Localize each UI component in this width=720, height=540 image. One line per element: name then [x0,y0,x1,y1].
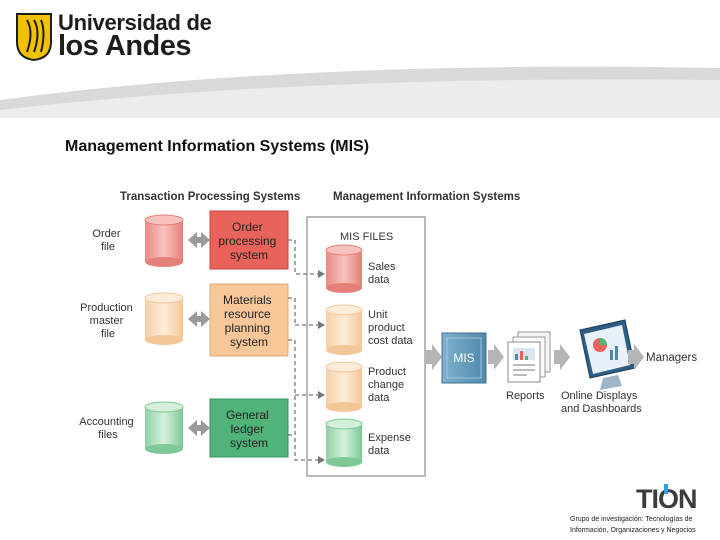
files-to-mis-arrow [426,344,442,370]
expense-data-cylinder [325,418,363,467]
sales-data-cylinder [325,244,363,293]
accounting-double-arrow [188,420,210,436]
footer-caption: Grupo de investigación: Tecnologías de I… [570,514,715,536]
reports-to-displays-arrow [554,344,570,370]
university-shield-icon [16,13,52,62]
mis-diagram: Transaction Processing Systems Managemen… [79,191,697,477]
order-processing-box [209,210,289,270]
header-banner [0,13,720,140]
order-processing-label: Order processing system [218,220,279,262]
unit-product-cost-cylinder [325,304,363,355]
production-master-file-cylinder [144,292,184,345]
footer-caption-line2: Información, Organizaciones y Negocios [570,527,696,534]
production-master-file-label: Production master file [80,302,136,340]
accounting-files-label: Accounting files [79,416,137,441]
section-mis-heading: Management Information Systems [333,191,520,203]
order-double-arrow [188,232,210,248]
dashed-connectors [288,239,318,461]
mis-box-label: MIS [453,351,474,365]
expense-data-label: Expense data [368,432,414,457]
slide-title: Management Information Systems (MIS) [65,138,370,155]
connector-arrowheads [318,270,325,464]
product-change-cylinder [325,361,363,412]
tion-accent-bar [664,484,668,494]
order-file-cylinder [144,214,184,267]
footer-caption-line1: Grupo de investigación: Tecnologías de [570,516,693,523]
online-displays-icon [579,319,636,390]
mis-files-title: MIS FILES [340,231,393,243]
mis-box [441,332,487,384]
general-ledger-box [209,398,289,458]
logo-line2: los Andes [58,30,192,62]
reports-label: Reports [506,390,545,402]
production-double-arrow [188,311,210,327]
accounting-files-cylinder [144,401,184,454]
displays-to-managers-arrow [628,344,644,370]
general-ledger-label: General ledger system [226,408,272,450]
reports-icon [507,331,551,383]
tion-logo: TION [636,484,698,513]
product-change-label: Product change data [368,366,409,404]
mrp-box [209,283,289,357]
order-file-label: Order file [92,228,123,253]
sales-data-label: Sales data [368,261,399,286]
unit-product-cost-label: Unit product cost data [368,309,414,347]
mrp-label: Materials resource planning system [223,293,275,349]
mis-to-reports-arrow [488,344,504,370]
online-displays-label: Online Displays and Dashboards [561,390,642,415]
managers-label: Managers [646,352,697,364]
section-tps-heading: Transaction Processing Systems [120,191,300,203]
logo-line1: Universidad de [58,10,212,35]
